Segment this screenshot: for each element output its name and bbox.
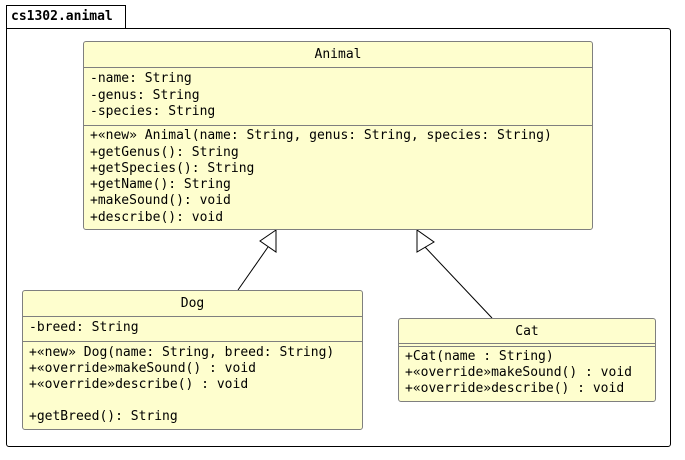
class-method: +getName(): String [90,177,231,192]
class-method: +«override»describe() : void [29,377,249,392]
class-divider [84,67,592,68]
class-dog[interactable]: Dog -breed: String +«new» Dog(name: Stri… [22,290,363,430]
class-animal[interactable]: Animal -name: String -genus: String -spe… [83,41,593,230]
class-method: +getGenus(): String [90,145,239,160]
class-field: -species: String [90,104,216,119]
class-divider [399,346,655,347]
class-method: +«override»describe() : void [405,381,625,396]
class-divider [23,341,362,342]
class-method: +describe(): void [90,210,224,225]
class-method: +Cat(name : String) [405,349,554,364]
package-name: cs1302.animal [11,9,113,24]
class-field: -breed: String [29,320,139,335]
class-name: Animal [314,47,362,62]
dog-inherits-animal-arrow [237,229,277,291]
class-name: Dog [180,296,205,311]
cat-inherits-animal-arrow [416,229,493,319]
class-method: +getSpecies(): String [90,161,255,176]
class-method: +getBreed(): String [29,409,178,424]
class-method: +makeSound(): void [90,193,231,208]
class-method: +«override»makeSound() : void [405,365,632,380]
class-method: +«new» Dog(name: String, breed: String) [29,345,335,360]
class-divider [84,125,592,126]
class-divider [399,343,655,344]
class-method: +«override»makeSound() : void [29,361,256,376]
class-cat[interactable]: Cat +Cat(name : String) +«override»makeS… [398,318,656,402]
class-field: -name: String [90,71,192,86]
class-method: +«new» Animal(name: String, genus: Strin… [90,128,552,143]
class-divider [23,316,362,317]
class-name: Cat [515,324,539,339]
class-field: -genus: String [90,88,200,103]
package-tab: cs1302.animal [6,5,126,29]
